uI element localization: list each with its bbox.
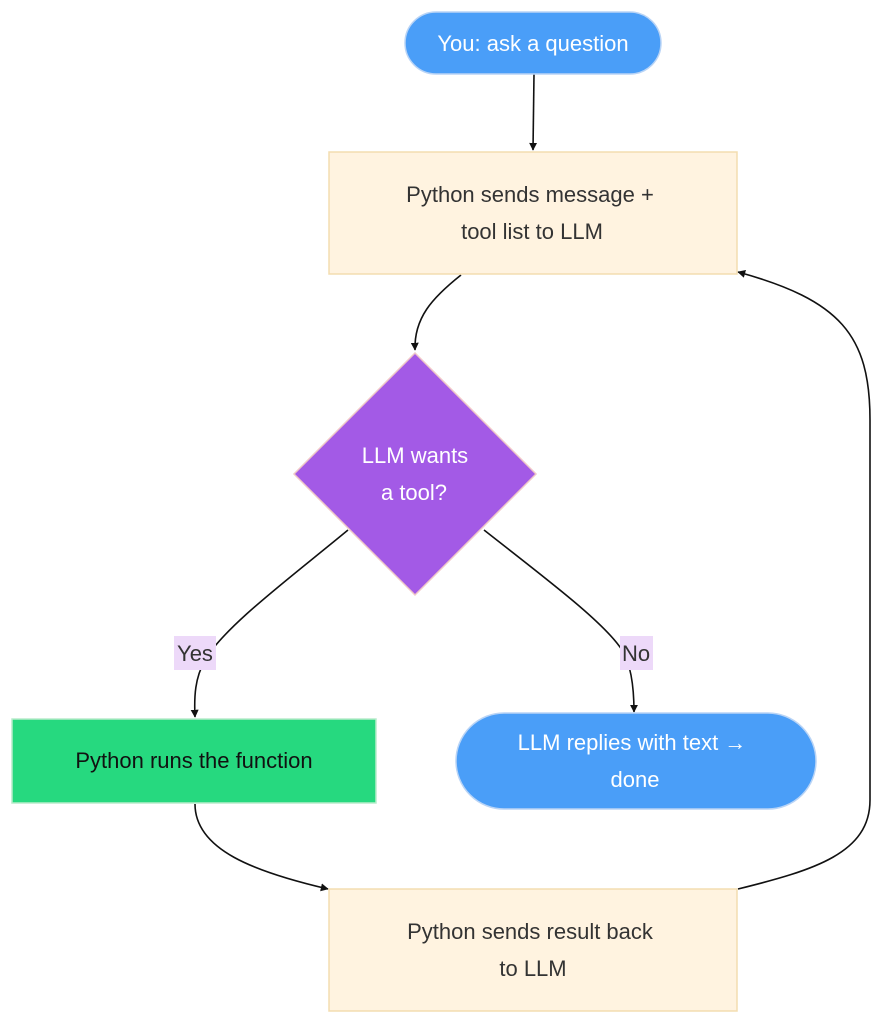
edge-label-yes-background: [174, 636, 216, 670]
node-send-result: Python sends result back to LLM: [328, 888, 738, 1012]
edge-send-message-to-decision: [410, 274, 462, 351]
edge-run-function-to-send-result: [194, 803, 329, 892]
edge-label-no-text: No: [622, 641, 650, 666]
node-send-message: Python sends message + tool list to LLM: [328, 151, 738, 275]
edge-send-result-to-send-message: [737, 270, 871, 890]
node-decision-label-line-1: LLM wants: [362, 443, 468, 468]
node-reply-done-label-line-2: done: [611, 767, 660, 792]
node-send-result-label-line-1: Python sends result back: [407, 919, 654, 944]
node-ask-question: You: ask a question: [404, 11, 662, 75]
edge-start-to-send-message: [529, 73, 538, 151]
node-reply-done: LLM replies with text → done: [455, 712, 817, 810]
node-send-result-label-line-2: to LLM: [499, 956, 566, 981]
node-decision: LLM wants a tool?: [292, 351, 538, 597]
node-decision-label-line-2: a tool?: [381, 480, 447, 505]
node-send-result-shape: [328, 888, 738, 1012]
node-ask-question-shape: [404, 11, 662, 75]
node-decision-shape: [292, 351, 538, 597]
node-run-function: Python runs the function: [11, 718, 377, 804]
edge-label-yes-text: Yes: [177, 641, 213, 666]
edge-label-no-background: [620, 636, 653, 670]
edge-decision-no: [483, 529, 638, 713]
node-send-message-label-line-2: tool list to LLM: [461, 219, 603, 244]
node-ask-question-label: You: ask a question: [437, 31, 628, 56]
edge-label-no: No: [620, 636, 653, 670]
node-reply-done-shape: [455, 712, 817, 810]
edge-label-yes: Yes: [174, 636, 216, 670]
node-run-function-label: Python runs the function: [75, 748, 312, 773]
node-send-message-label-line-1: Python sends message +: [406, 182, 654, 207]
node-run-function-shape: [11, 718, 377, 804]
node-send-message-shape: [328, 151, 738, 275]
edge-decision-yes: [190, 529, 349, 718]
node-reply-done-label-line-1: LLM replies with text →: [518, 730, 747, 755]
